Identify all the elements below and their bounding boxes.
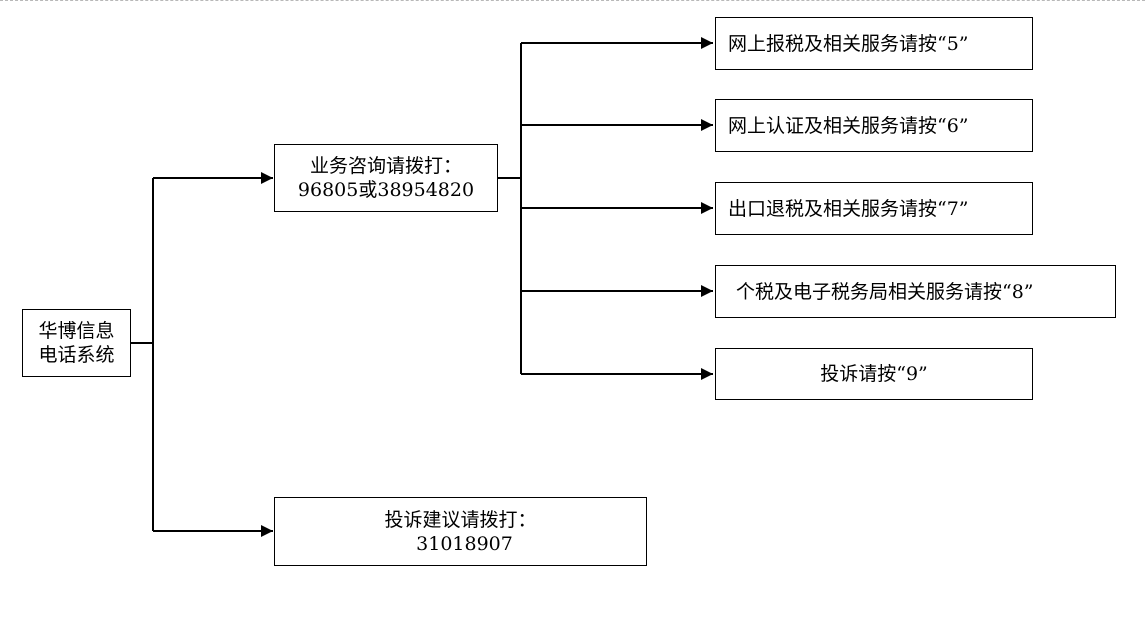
option-label-8: 个税及电子税务局相关服务请按“8” xyxy=(736,280,1034,303)
complaint-node-phone: 31018907 xyxy=(416,532,513,555)
page-top-border xyxy=(0,0,1145,1)
root-node-line1: 华博信息 xyxy=(38,320,115,342)
option-label-7: 出口退税及相关服务请按“7” xyxy=(728,197,969,220)
option-node-5: 网上报税及相关服务请按“5” xyxy=(715,17,1033,70)
option-node-9: 投诉请按“9” xyxy=(715,348,1033,400)
option-label-9: 投诉请按“9” xyxy=(820,363,928,385)
option-label-6: 网上认证及相关服务请按“6” xyxy=(728,114,969,137)
option-node-6: 网上认证及相关服务请按“6” xyxy=(715,99,1033,152)
option-node-7: 出口退税及相关服务请按“7” xyxy=(715,182,1033,235)
option-node-8: 个税及电子税务局相关服务请按“8” xyxy=(715,265,1116,318)
consult-node-phone: 96805或38954820 xyxy=(297,179,475,201)
complaint-node-title: 投诉建议请拨打： xyxy=(384,508,537,531)
consult-node: 业务咨询请拨打： 96805或38954820 xyxy=(274,144,498,212)
complaint-node: 投诉建议请拨打： 31018907 xyxy=(274,497,647,566)
root-node: 华博信息 电话系统 xyxy=(22,309,131,377)
root-node-line2: 电话系统 xyxy=(38,344,115,366)
consult-node-title: 业务咨询请拨打： xyxy=(309,155,462,177)
option-label-5: 网上报税及相关服务请按“5” xyxy=(728,32,969,55)
